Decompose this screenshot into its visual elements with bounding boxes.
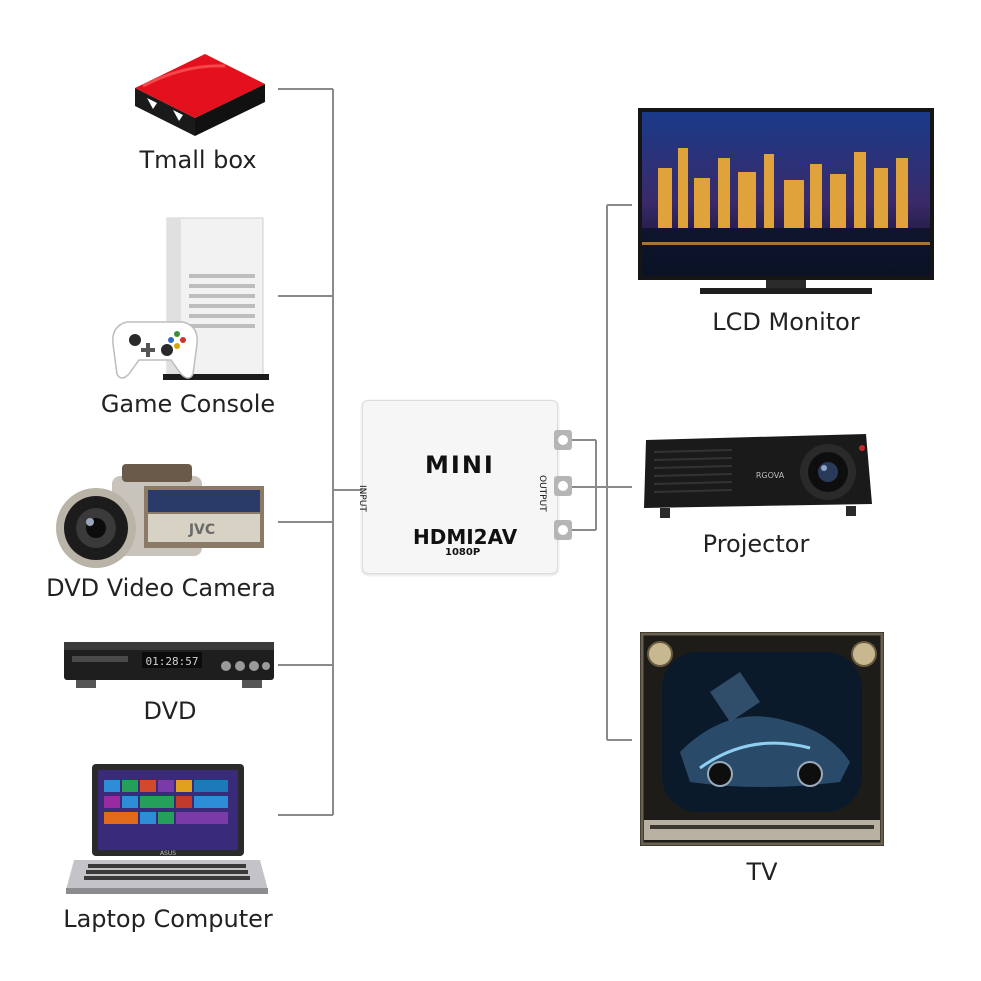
projector-label: Projector — [702, 530, 810, 558]
game-console-label: Game Console — [100, 390, 276, 418]
projector-brand-text: RGOVA — [756, 471, 785, 480]
lcd-monitor-icon — [638, 108, 934, 294]
dvd-video-camera-label: DVD Video Camera — [46, 574, 276, 602]
converter-model: HDMI2AV — [413, 525, 518, 549]
dvd-player-icon: 01:28:57 — [64, 642, 274, 688]
projector-icon: RGOVA — [644, 434, 872, 518]
laptop-icon: ASUS — [66, 764, 268, 894]
dvd-display-text: 01:28:57 — [146, 655, 199, 668]
camera-brand-text: JVC — [188, 522, 215, 538]
laptop-brand-text: ASUS — [160, 850, 176, 857]
converter-resolution: 1080P — [445, 547, 481, 558]
dvd-label: DVD — [143, 697, 197, 725]
laptop-computer-label: Laptop Computer — [63, 905, 273, 933]
converter-output-label: OUTPUT — [537, 475, 547, 512]
tmall-box-label: Tmall box — [139, 146, 257, 174]
converter-input-label: INPUT — [357, 485, 367, 512]
converter-brand: MINI — [425, 451, 495, 479]
lcd-monitor-label: LCD Monitor — [712, 308, 860, 336]
hdmi2av-converter: MINI HDMI2AV 1080P INPUT OUTPUT — [357, 400, 558, 574]
video-camera-icon: JVC — [56, 464, 264, 568]
tmall-box-icon — [135, 54, 265, 136]
tv-label: TV — [746, 858, 778, 886]
game-console-icon — [112, 217, 269, 380]
rca-jacks-icon — [554, 430, 572, 540]
crt-tv-icon — [640, 632, 884, 846]
